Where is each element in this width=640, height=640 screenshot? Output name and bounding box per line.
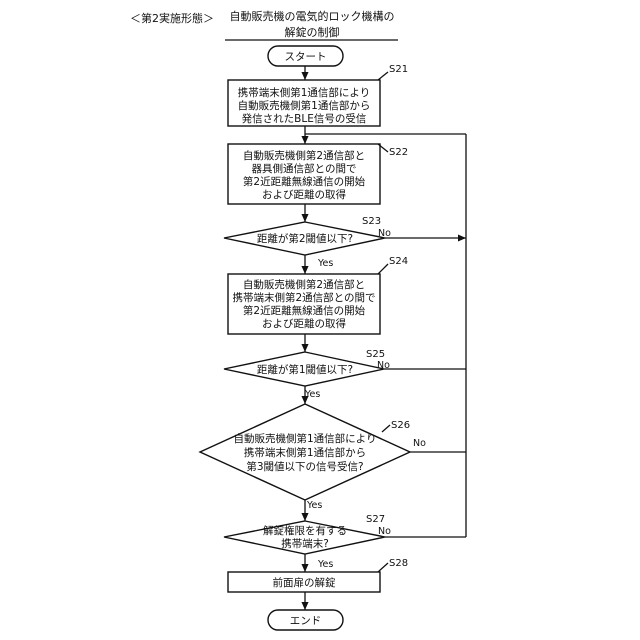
s26-line1: 自動販売機側第1通信部により bbox=[234, 432, 377, 445]
s25-yes-label: Yes bbox=[304, 389, 320, 400]
step-label-s28: S28 bbox=[389, 558, 408, 569]
s24-leader-line bbox=[378, 264, 388, 274]
s22-line1: 自動販売機側第2通信部と bbox=[243, 149, 365, 162]
end-label: エンド bbox=[290, 615, 322, 627]
s21-leader-line bbox=[378, 72, 388, 80]
s24-line2: 携帯端末側第2通信部との間で bbox=[232, 291, 375, 304]
s26-leader-line bbox=[382, 425, 390, 432]
s27-line2: 携帯端末? bbox=[281, 537, 329, 550]
s24-line3: 第2近距離無線通信の開始 bbox=[243, 304, 366, 317]
s21-line3: 発信されたBLE信号の受信 bbox=[242, 112, 367, 125]
s25-question: 距離が第1閾値以下? bbox=[257, 363, 353, 376]
s27-no-label: No bbox=[378, 526, 391, 537]
s22-line2: 器具側通信部との間で bbox=[252, 162, 357, 175]
s26-line3: 第3閾値以下の信号受信? bbox=[246, 460, 363, 473]
s27-yes-label: Yes bbox=[317, 559, 333, 570]
flowchart-title-line1: 自動販売機の電気的ロック機構の bbox=[230, 9, 395, 23]
step-label-s21: S21 bbox=[389, 64, 408, 75]
s24-line4: および距離の取得 bbox=[262, 317, 346, 330]
s24-line1: 自動販売機側第2通信部と bbox=[243, 278, 365, 291]
s26-no-label: No bbox=[413, 438, 426, 449]
start-label: スタート bbox=[285, 51, 327, 63]
s23-question: 距離が第2閾値以下? bbox=[257, 232, 353, 245]
s26-line2: 携帯端末側第1通信部から bbox=[244, 446, 366, 459]
step-label-s27: S27 bbox=[366, 514, 385, 525]
s21-line2: 自動販売機側第1通信部から bbox=[238, 99, 371, 112]
flowchart-title-line2: 解錠の制御 bbox=[285, 25, 340, 39]
s22-line4: および距離の取得 bbox=[262, 188, 346, 201]
s26-yes-label: Yes bbox=[306, 500, 322, 511]
step-label-s22: S22 bbox=[389, 147, 408, 158]
step-label-s23: S23 bbox=[362, 216, 381, 227]
s22-line3: 第2近距離無線通信の開始 bbox=[243, 175, 366, 188]
step-label-s25: S25 bbox=[366, 349, 385, 360]
s21-line1: 携帯端末側第1通信部により bbox=[238, 86, 370, 99]
s27-line1: 解錠権限を有する bbox=[263, 524, 347, 537]
s28-leader-line bbox=[378, 563, 388, 572]
s23-yes-label: Yes bbox=[317, 258, 333, 269]
s28-line1: 前面扉の解錠 bbox=[273, 576, 336, 589]
step-label-s24: S24 bbox=[389, 256, 408, 267]
embodiment-label: ＜第2実施形態＞ bbox=[130, 11, 214, 25]
step-label-s26: S26 bbox=[391, 420, 410, 431]
